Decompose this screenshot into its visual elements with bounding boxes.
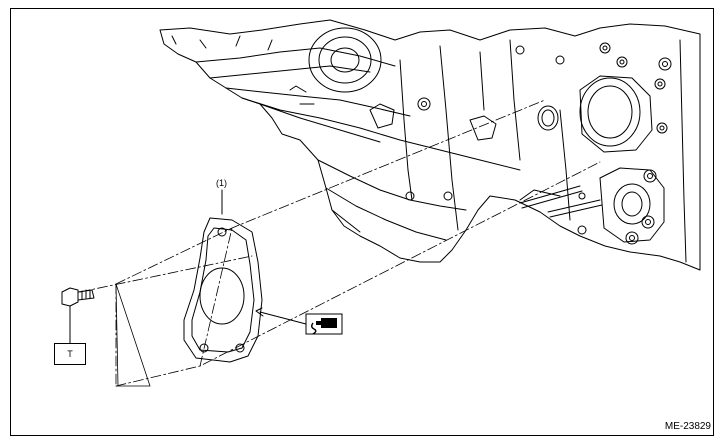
figure-id: ME-23829: [664, 421, 711, 432]
sealant-pointer: [255, 307, 307, 325]
gasket-callout: (1): [216, 178, 227, 188]
alignment-lines: [79, 99, 601, 387]
torque-label: T: [67, 349, 73, 359]
bolt-guide: [115, 283, 151, 387]
gasket-part: [183, 189, 263, 363]
engine-block: [159, 19, 701, 271]
liquid-gasket-icon: [305, 313, 343, 335]
torque-label-box: T: [54, 343, 86, 365]
bolt-part: [61, 287, 95, 344]
figure-frame: [10, 8, 714, 436]
